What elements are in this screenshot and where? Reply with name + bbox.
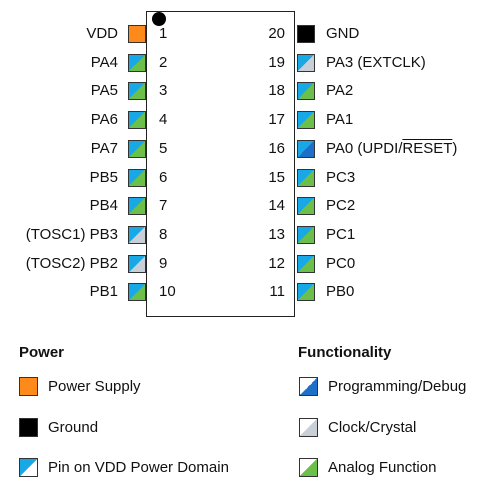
- pin-17-marker: [297, 111, 315, 130]
- pin-9-label: (TOSC2) PB2: [25, 254, 118, 272]
- pin-1-label: VDD: [86, 25, 118, 42]
- pin-16-label-overline: RESET: [402, 139, 453, 157]
- pin-11-label: PB0: [326, 283, 355, 301]
- pin-13-number: 13: [268, 225, 285, 243]
- pin-15-label: PC3: [326, 168, 356, 186]
- pin-12-marker: [297, 254, 315, 273]
- pin-19-marker: [297, 53, 315, 72]
- pin-18-marker: [297, 82, 315, 101]
- chip-package-body: [146, 11, 295, 317]
- pin-3-label: PA5: [90, 82, 118, 100]
- pin-8-label: (TOSC1) PB3: [25, 225, 118, 243]
- pin-12-label: PC0: [326, 254, 356, 272]
- pin-5-marker: [128, 139, 146, 158]
- pin-5-number: 5: [159, 139, 168, 157]
- pin-6-marker: [128, 168, 146, 187]
- pin-3-number: 3: [159, 82, 168, 100]
- pin-16-label: PA0 (UPDI/RESET): [326, 140, 457, 158]
- pin-16-label-suffix: ): [452, 139, 458, 157]
- pin-6-label: PB5: [89, 168, 118, 186]
- pin-12-number: 12: [268, 254, 285, 272]
- legend-functionality-programming-swatch: [299, 377, 318, 396]
- pin-1-marker: [128, 25, 146, 43]
- pin-5-label: PA7: [90, 139, 118, 157]
- legend-functionality-clock-label: Clock/Crystal: [328, 419, 417, 436]
- pin-11-number: 11: [269, 283, 285, 301]
- pin-7-marker: [128, 197, 146, 216]
- pin-15-marker: [297, 168, 315, 187]
- pin-7-number: 7: [159, 197, 168, 215]
- pin-18-number: 18: [268, 82, 285, 100]
- pin1-indicator-dot: [152, 12, 166, 26]
- pin-9-number: 9: [159, 254, 168, 272]
- pin-8-number: 8: [159, 225, 168, 243]
- pin-20-marker: [297, 25, 315, 43]
- pin-4-number: 4: [159, 111, 168, 129]
- pin-6-number: 6: [159, 168, 168, 186]
- pin-17-number: 17: [268, 111, 285, 129]
- pin-16-label-prefix: PA0 (UPDI/: [326, 139, 403, 157]
- pin-18-label: PA2: [326, 82, 354, 100]
- pin-7-label: PB4: [89, 197, 118, 215]
- pin-9-marker: [128, 254, 146, 273]
- pin-8-marker: [128, 225, 146, 244]
- pin-10-number: 10: [159, 283, 176, 301]
- pin-2-marker: [128, 53, 146, 72]
- pin-19-label: PA3 (EXTCLK): [326, 53, 426, 71]
- pin-14-number: 14: [268, 197, 285, 215]
- pin-19-number: 19: [268, 53, 285, 71]
- pin-2-label: PA4: [90, 53, 118, 71]
- pin-13-label: PC1: [326, 225, 356, 243]
- legend-functionality-programming-label: Programming/Debug: [328, 378, 467, 395]
- pin-16-marker: [297, 139, 315, 158]
- pin-15-number: 15: [268, 168, 285, 186]
- legend-power-title: Power: [19, 344, 65, 361]
- legend-power-vdd-swatch: [19, 458, 38, 477]
- legend-functionality-analog-swatch: [299, 458, 318, 477]
- legend-functionality-title: Functionality: [298, 344, 392, 361]
- pin-20-label: GND: [326, 25, 360, 42]
- pin-16-number: 16: [268, 139, 285, 157]
- pin-13-marker: [297, 225, 315, 244]
- pin-11-marker: [297, 283, 315, 302]
- pin-10-label: PB1: [89, 283, 118, 301]
- legend-power-ground-label: Ground: [48, 419, 99, 436]
- pin-14-marker: [297, 197, 315, 216]
- legend-power-ground-swatch: [19, 418, 38, 437]
- pin-4-marker: [128, 111, 146, 130]
- legend-functionality-analog-label: Analog Function: [328, 459, 437, 476]
- pin-17-label: PA1: [326, 111, 354, 129]
- pin-20-number: 20: [268, 25, 285, 42]
- pin-1-number: 1: [159, 25, 168, 42]
- legend-power-vdd-label: Pin on VDD Power Domain: [48, 459, 229, 476]
- pin-14-label: PC2: [326, 197, 356, 215]
- legend-power-power-label: Power Supply: [48, 378, 141, 395]
- pin-3-marker: [128, 82, 146, 101]
- legend-functionality-clock-swatch: [299, 418, 318, 437]
- pin-10-marker: [128, 283, 146, 302]
- pin-4-label: PA6: [90, 111, 118, 129]
- legend-power-power-swatch: [19, 377, 38, 396]
- pin-2-number: 2: [159, 53, 168, 71]
